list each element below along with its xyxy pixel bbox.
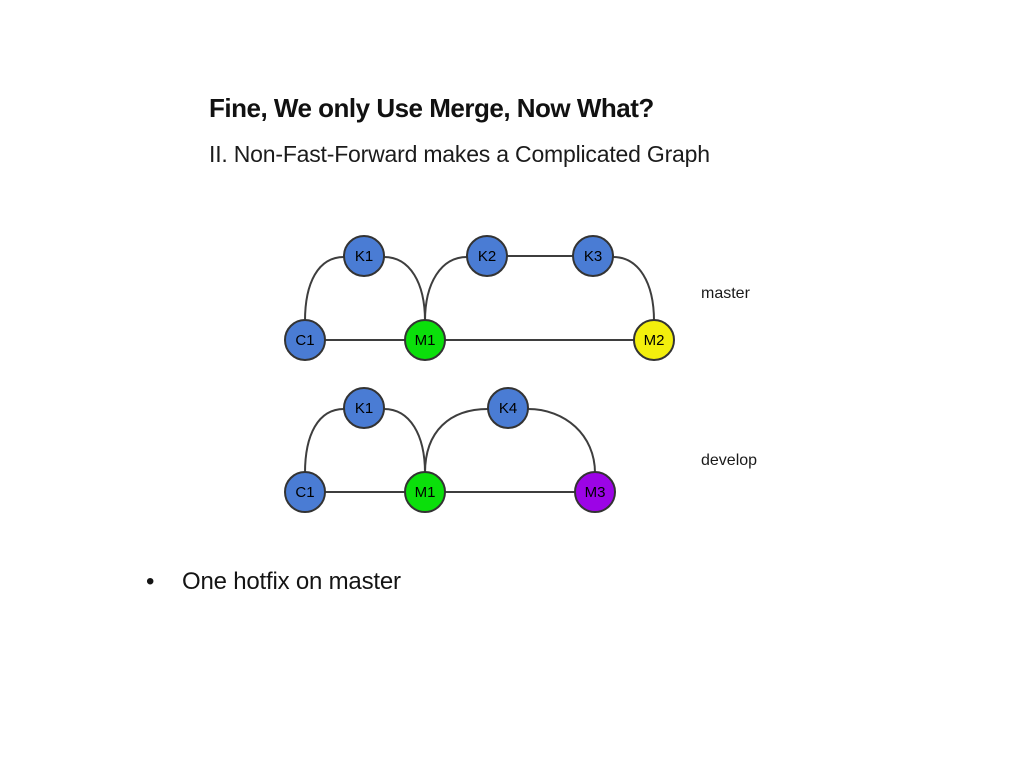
- commit-node-c1: C1: [284, 471, 326, 513]
- commit-circle: [404, 471, 446, 513]
- edge-m1-k4: [424, 408, 489, 474]
- bullet-marker: •: [146, 568, 155, 595]
- master-branch-label: master: [701, 285, 751, 302]
- edge-k4-m3: [527, 408, 596, 474]
- commit-label: C1: [295, 484, 314, 501]
- commit-circle: [487, 387, 529, 429]
- develop-branch-label: develop: [701, 452, 757, 469]
- commit-label: C1: [295, 332, 314, 349]
- commit-node-m1: M1: [404, 471, 446, 513]
- commit-circle: [343, 235, 385, 277]
- slide-subtitle: II. Non-Fast-Forward makes a Complicated…: [209, 141, 710, 167]
- master-branch-graph: C1 K1 M1 K2 K3 M2 master: [284, 235, 751, 361]
- commit-label: K1: [355, 400, 373, 417]
- commit-label: M1: [415, 484, 436, 501]
- commit-node-c1: C1: [284, 319, 326, 361]
- slide-title: Fine, We only Use Merge, Now What?: [209, 93, 654, 123]
- edge-k3-m2: [612, 256, 655, 322]
- commit-label: K4: [499, 400, 517, 417]
- edge-c1-k1: [304, 408, 345, 474]
- commit-node-k2: K2: [466, 235, 508, 277]
- commit-circle: [574, 471, 616, 513]
- commit-circle: [572, 235, 614, 277]
- commit-circle: [284, 319, 326, 361]
- commit-label: K2: [478, 248, 496, 265]
- commit-circle: [466, 235, 508, 277]
- commit-circle: [404, 319, 446, 361]
- commit-label: M2: [644, 332, 665, 349]
- edge-m1-k2: [424, 256, 468, 322]
- develop-branch-graph: C1 K1 M1 K4 M3 develop: [284, 387, 757, 513]
- edge-k1-m1: [383, 408, 426, 474]
- commit-label: M1: [415, 332, 436, 349]
- commit-node-k1: K1: [343, 235, 385, 277]
- commit-circle: [633, 319, 675, 361]
- commit-label: M3: [585, 484, 606, 501]
- commit-node-k1: K1: [343, 387, 385, 429]
- commit-node-m2: M2: [633, 319, 675, 361]
- commit-node-m3: M3: [574, 471, 616, 513]
- edge-k1-m1: [383, 256, 426, 322]
- commit-circle: [343, 387, 385, 429]
- commit-node-m1: M1: [404, 319, 446, 361]
- commit-circle: [284, 471, 326, 513]
- commit-label: K1: [355, 248, 373, 265]
- commit-node-k3: K3: [572, 235, 614, 277]
- commit-label: K3: [584, 248, 602, 265]
- edge-c1-k1: [304, 256, 345, 322]
- commit-node-k4: K4: [487, 387, 529, 429]
- bullet-text: One hotfix on master: [182, 568, 401, 595]
